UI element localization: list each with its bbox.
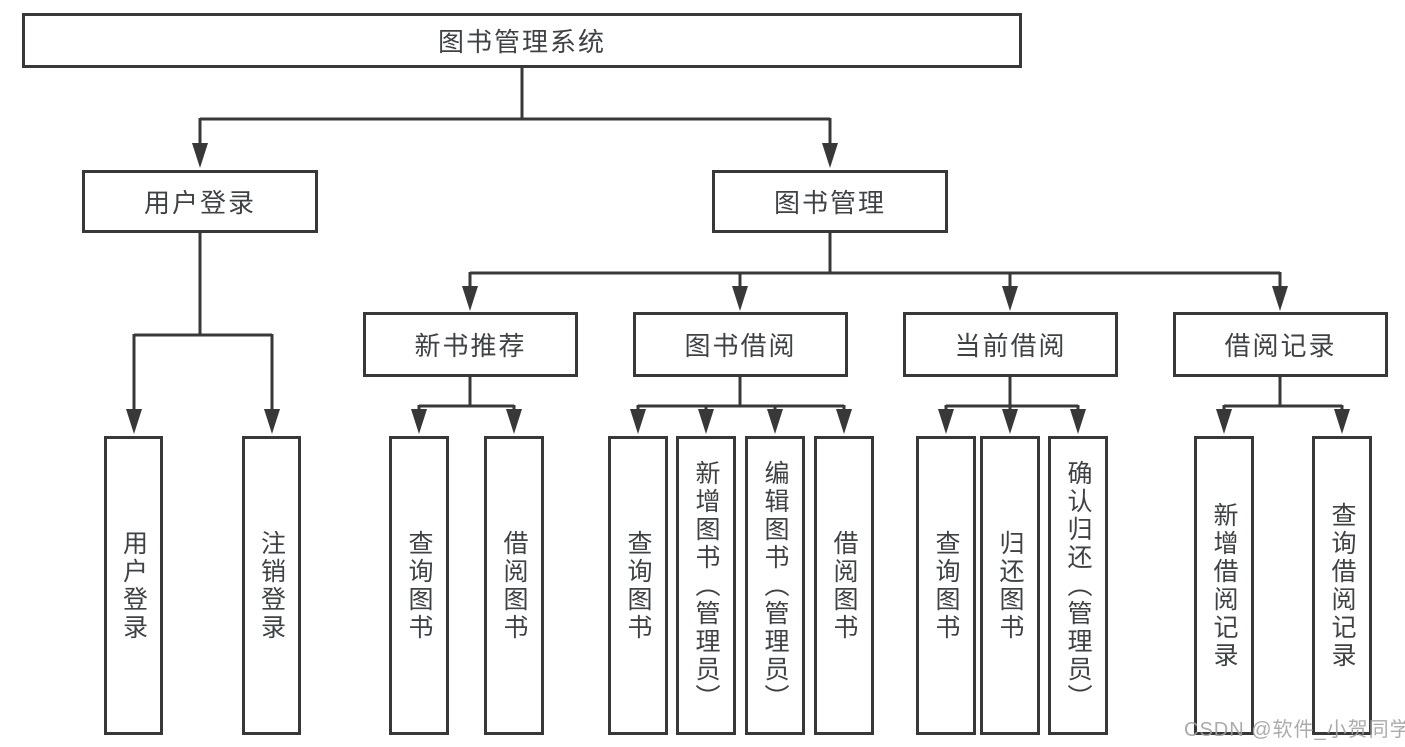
leaf-records-add-record: 新增借阅记录	[1194, 436, 1254, 735]
node-borrow-records: 借阅记录	[1173, 312, 1388, 377]
leaf-user-login: 用户登录	[104, 436, 163, 735]
watermark: CSDN @软件_小贺同学	[1184, 719, 1405, 741]
leaf-borrowing-edit-books-admin: 编辑图书（管理员）	[745, 436, 805, 735]
node-new-book-recommend: 新书推荐	[363, 312, 578, 377]
leaf-borrowing-add-books-admin: 新增图书（管理员）	[676, 436, 736, 735]
node-book-management: 图书管理	[712, 170, 948, 233]
leaf-recommend-borrow-books: 借阅图书	[484, 436, 544, 735]
node-user-login: 用户登录	[82, 170, 318, 233]
leaf-borrowing-query-books: 查询图书	[608, 436, 668, 735]
node-current-borrowing: 当前借阅	[903, 312, 1118, 377]
leaf-recommend-query-books: 查询图书	[389, 436, 449, 735]
leaf-current-confirm-return-admin: 确认归还（管理员）	[1048, 436, 1108, 735]
leaf-current-query-books: 查询图书	[916, 436, 976, 735]
leaf-logout: 注销登录	[242, 436, 301, 735]
node-root: 图书管理系统	[22, 13, 1022, 68]
node-book-borrowing: 图书借阅	[633, 312, 848, 377]
leaf-records-query-record: 查询借阅记录	[1312, 436, 1372, 735]
leaf-current-return-books: 归还图书	[980, 436, 1040, 735]
leaf-borrowing-borrow-books: 借阅图书	[814, 436, 874, 735]
